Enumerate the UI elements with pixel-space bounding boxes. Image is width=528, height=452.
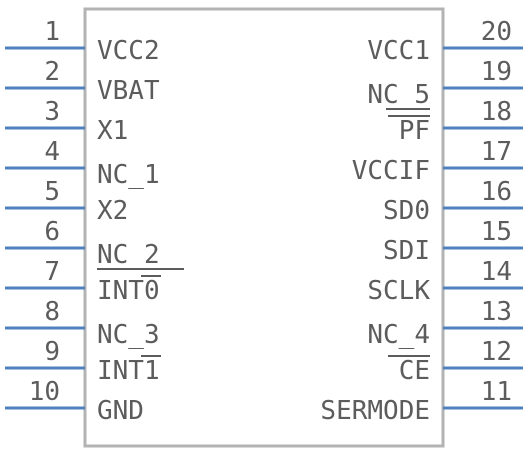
pin-number: 6 — [44, 217, 60, 247]
pin-number: 15 — [481, 217, 512, 247]
left-pin-3: 3 X1 — [5, 97, 128, 146]
pin-number: 11 — [481, 377, 512, 407]
pin-number: 3 — [44, 97, 60, 127]
pin-label: VCC2 — [97, 36, 160, 66]
right-pin-15: 15 SDI — [383, 217, 523, 266]
pin-number: 19 — [481, 57, 512, 87]
left-pin-1: 1 VCC2 — [5, 17, 160, 66]
pin-number: 18 — [481, 97, 512, 127]
pin-number: 5 — [44, 177, 60, 207]
right-pin-13: 13 NC_4 — [367, 297, 523, 350]
pin-label: INT1 — [97, 356, 160, 386]
right-pin-19: 19 NC_5 — [367, 57, 523, 110]
left-pin-9: 9 INT1 — [5, 337, 161, 386]
pin-label: VCC1 — [367, 36, 430, 66]
pin-label: SERMODE — [320, 396, 430, 426]
pin-number: 10 — [29, 377, 60, 407]
pin-number: 14 — [481, 257, 512, 287]
left-pin-6: 6 NC_2 — [5, 217, 160, 270]
pin-label: SDI — [383, 236, 430, 266]
left-pin-8: 8 NC_3 — [5, 297, 160, 350]
right-pin-20: 20 VCC1 — [367, 17, 523, 66]
pin-label: VBAT — [97, 76, 160, 106]
left-pin-2: 2 VBAT — [5, 57, 160, 106]
left-pin-5: 5 X2 — [5, 177, 128, 226]
pin-label: INT0 — [97, 276, 160, 306]
pin-number: 7 — [44, 257, 60, 287]
pin-label: X1 — [97, 116, 128, 146]
pin-label: GND — [97, 396, 144, 426]
pin-label: PF — [399, 116, 430, 146]
pin-label: NC_2 — [97, 240, 160, 270]
left-pin-10: 10 GND — [5, 377, 144, 426]
right-pin-12: 12 CE — [388, 337, 523, 386]
pin-number: 20 — [481, 17, 512, 47]
pin-label: X2 — [97, 196, 128, 226]
right-pin-11: 11 SERMODE — [320, 377, 523, 426]
right-pin-18: 18 PF — [388, 97, 523, 146]
pin-label: SCLK — [367, 276, 430, 306]
left-pin-4: 4 NC_1 — [5, 137, 160, 190]
right-pin-17: 17 VCCIF — [352, 137, 523, 186]
right-pin-14: 14 SCLK — [367, 257, 523, 306]
pin-label: NC_4 — [367, 320, 430, 350]
pin-number: 17 — [481, 137, 512, 167]
pin-number: 8 — [44, 297, 60, 327]
pin-number: 16 — [481, 177, 512, 207]
ic-body — [83, 7, 445, 448]
pin-number: 13 — [481, 297, 512, 327]
pin-number: 1 — [44, 17, 60, 47]
pin-label: VCCIF — [352, 156, 430, 186]
right-pin-16: 16 SD0 — [383, 177, 523, 226]
left-pin-7: 7 INT0 — [5, 257, 161, 306]
pin-label: NC_3 — [97, 320, 160, 350]
pin-number: 9 — [44, 337, 60, 367]
pin-number: 12 — [481, 337, 512, 367]
pin-label: CE — [399, 356, 430, 386]
pin-label: SD0 — [383, 196, 430, 226]
pin-label: NC_5 — [367, 80, 430, 110]
pin-number: 2 — [44, 57, 60, 87]
pin-label: NC_1 — [97, 160, 160, 190]
pin-number: 4 — [44, 137, 60, 167]
